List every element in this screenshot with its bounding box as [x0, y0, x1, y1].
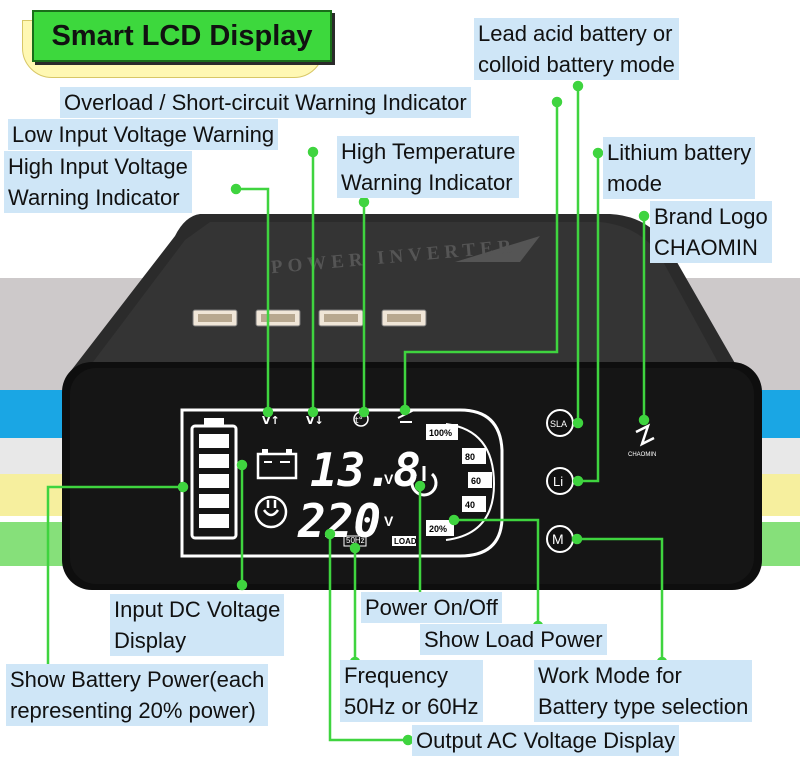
label-line: Lead acid battery or — [478, 21, 673, 46]
load-tag: LOAD — [394, 537, 417, 546]
dc-voltage-readout: 13.8 — [310, 443, 421, 497]
label-low-input-voltage: Low Input Voltage Warning — [8, 119, 279, 150]
label-lithium-mode: Lithium battery mode — [603, 137, 756, 199]
label-brand-logo: Brand Logo CHAOMIN — [650, 201, 772, 263]
title-banner: Smart LCD Display — [22, 6, 332, 78]
page-title: Smart LCD Display — [32, 10, 332, 62]
label-line: Warning Indicator — [341, 170, 513, 195]
ac-plug-icon — [254, 495, 288, 529]
load-level-label: 60 — [471, 476, 481, 486]
label-line: Warning Indicator — [8, 185, 180, 210]
label-output-ac-voltage: Output AC Voltage Display — [412, 725, 680, 756]
label-lead-acid-mode: Lead acid battery or colloid battery mod… — [474, 18, 679, 80]
low-input-voltage-icon: V↓ — [306, 414, 324, 427]
battery-bar — [199, 494, 229, 508]
label-high-input-voltage: High Input Voltage Warning Indicator — [4, 151, 192, 213]
label-show-load-power: Show Load Power — [420, 624, 607, 655]
label-line: Frequency — [344, 663, 448, 688]
load-level-label: 80 — [465, 452, 475, 462]
ac-voltage-readout: 220 — [297, 494, 381, 548]
label-line: CHAOMIN — [654, 235, 758, 260]
battery-bar — [199, 474, 229, 488]
load-level-label: 100% — [429, 428, 452, 438]
dc-voltage-unit: V — [384, 471, 394, 487]
label-work-mode: Work Mode for Battery type selection — [534, 660, 753, 722]
label-line: Work Mode for — [538, 663, 682, 688]
load-segment — [462, 448, 486, 464]
load-gauge-arc — [445, 423, 496, 541]
frequency-tag: 50Hz — [346, 536, 365, 545]
load-segment — [462, 496, 486, 512]
battery-bar — [199, 434, 229, 448]
label-line: Input DC Voltage — [114, 597, 281, 622]
label-input-dc-voltage: Input DC Voltage Display — [110, 594, 285, 656]
battery-gauge-icon — [190, 418, 238, 540]
load-level-label: 40 — [465, 500, 475, 510]
label-line: Brand Logo — [654, 204, 768, 229]
label-line: Lithium battery — [607, 140, 752, 165]
label-line: High Input Voltage — [8, 154, 188, 179]
label-line: High Temperature — [341, 139, 516, 164]
label-battery-power: Show Battery Power(each representing 20%… — [6, 664, 269, 726]
label-line: 50Hz or 60Hz — [344, 694, 479, 719]
label-frequency: Frequency 50Hz or 60Hz — [340, 660, 483, 722]
label-line: colloid battery mode — [478, 52, 675, 77]
high-temperature-icon: t° — [355, 416, 363, 426]
power-icon — [410, 466, 438, 497]
logo-text: CHAOMIN — [628, 452, 656, 458]
sla-button-label: SLA — [550, 419, 567, 429]
load-segment — [426, 424, 458, 440]
battery-bar — [199, 514, 229, 528]
label-power-on-off: Power On/Off — [361, 592, 502, 623]
load-segment — [426, 520, 454, 536]
m-button-label: M — [552, 531, 564, 547]
ac-voltage-unit: V — [384, 513, 394, 529]
li-button-label: Li — [553, 474, 563, 489]
load-level-label: 20% — [429, 524, 447, 534]
battery-bar — [199, 454, 229, 468]
label-line: representing 20% power) — [10, 698, 256, 723]
label-line: mode — [607, 171, 663, 196]
load-gauge: 100% 80 60 40 20% — [426, 423, 496, 541]
label-high-temperature: High Temperature Warning Indicator — [337, 136, 520, 198]
load-segment — [468, 472, 492, 488]
chaomin-logo-icon: CHAOMIN — [628, 423, 656, 458]
high-input-voltage-icon: V↑ — [262, 414, 280, 427]
label-line: Show Battery Power(each — [10, 667, 265, 692]
label-line: Battery type selection — [538, 694, 749, 719]
label-line: Display — [114, 628, 187, 653]
label-overload-warning: Overload / Short-circuit Warning Indicat… — [60, 87, 471, 118]
dc-battery-icon — [256, 449, 298, 480]
